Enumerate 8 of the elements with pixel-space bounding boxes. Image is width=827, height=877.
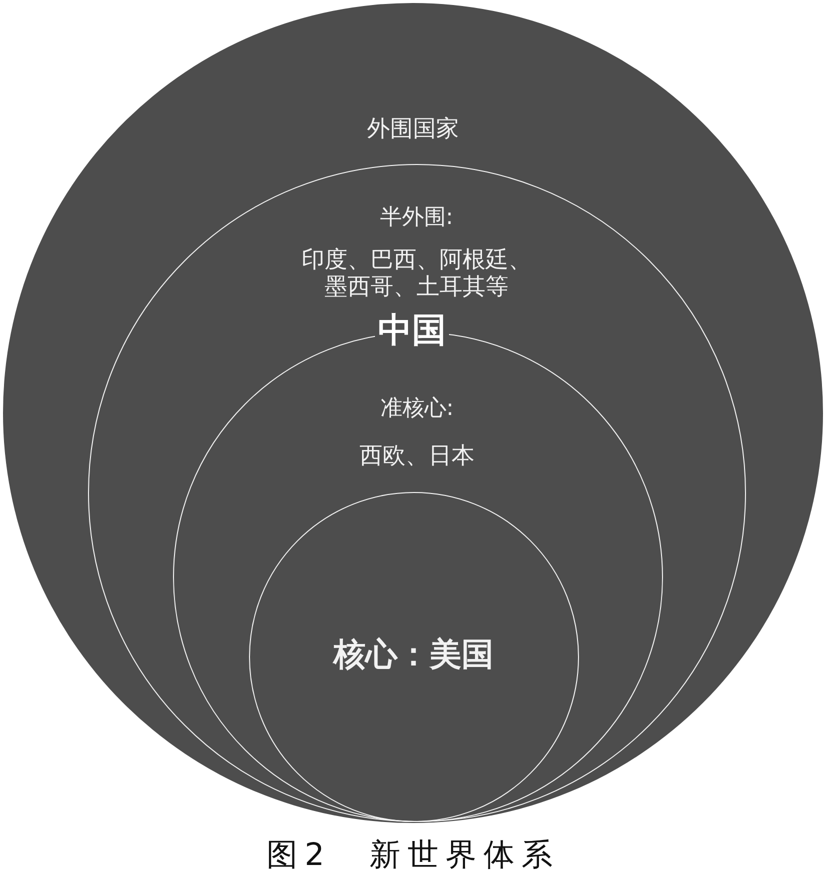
figure-caption: 图2 新世界体系 [266,838,560,874]
country-list: 西欧、日本 [360,443,474,471]
core-label: 核心：美国 [334,634,494,673]
zone-heading: 外围国家 [367,116,459,144]
core-circle [249,492,579,822]
country-list: 印度、巴西、阿根廷、墨西哥、土耳其等 [296,246,538,300]
zone-heading: 半外围: [380,204,454,231]
zone-heading: 准核心: [380,396,454,422]
